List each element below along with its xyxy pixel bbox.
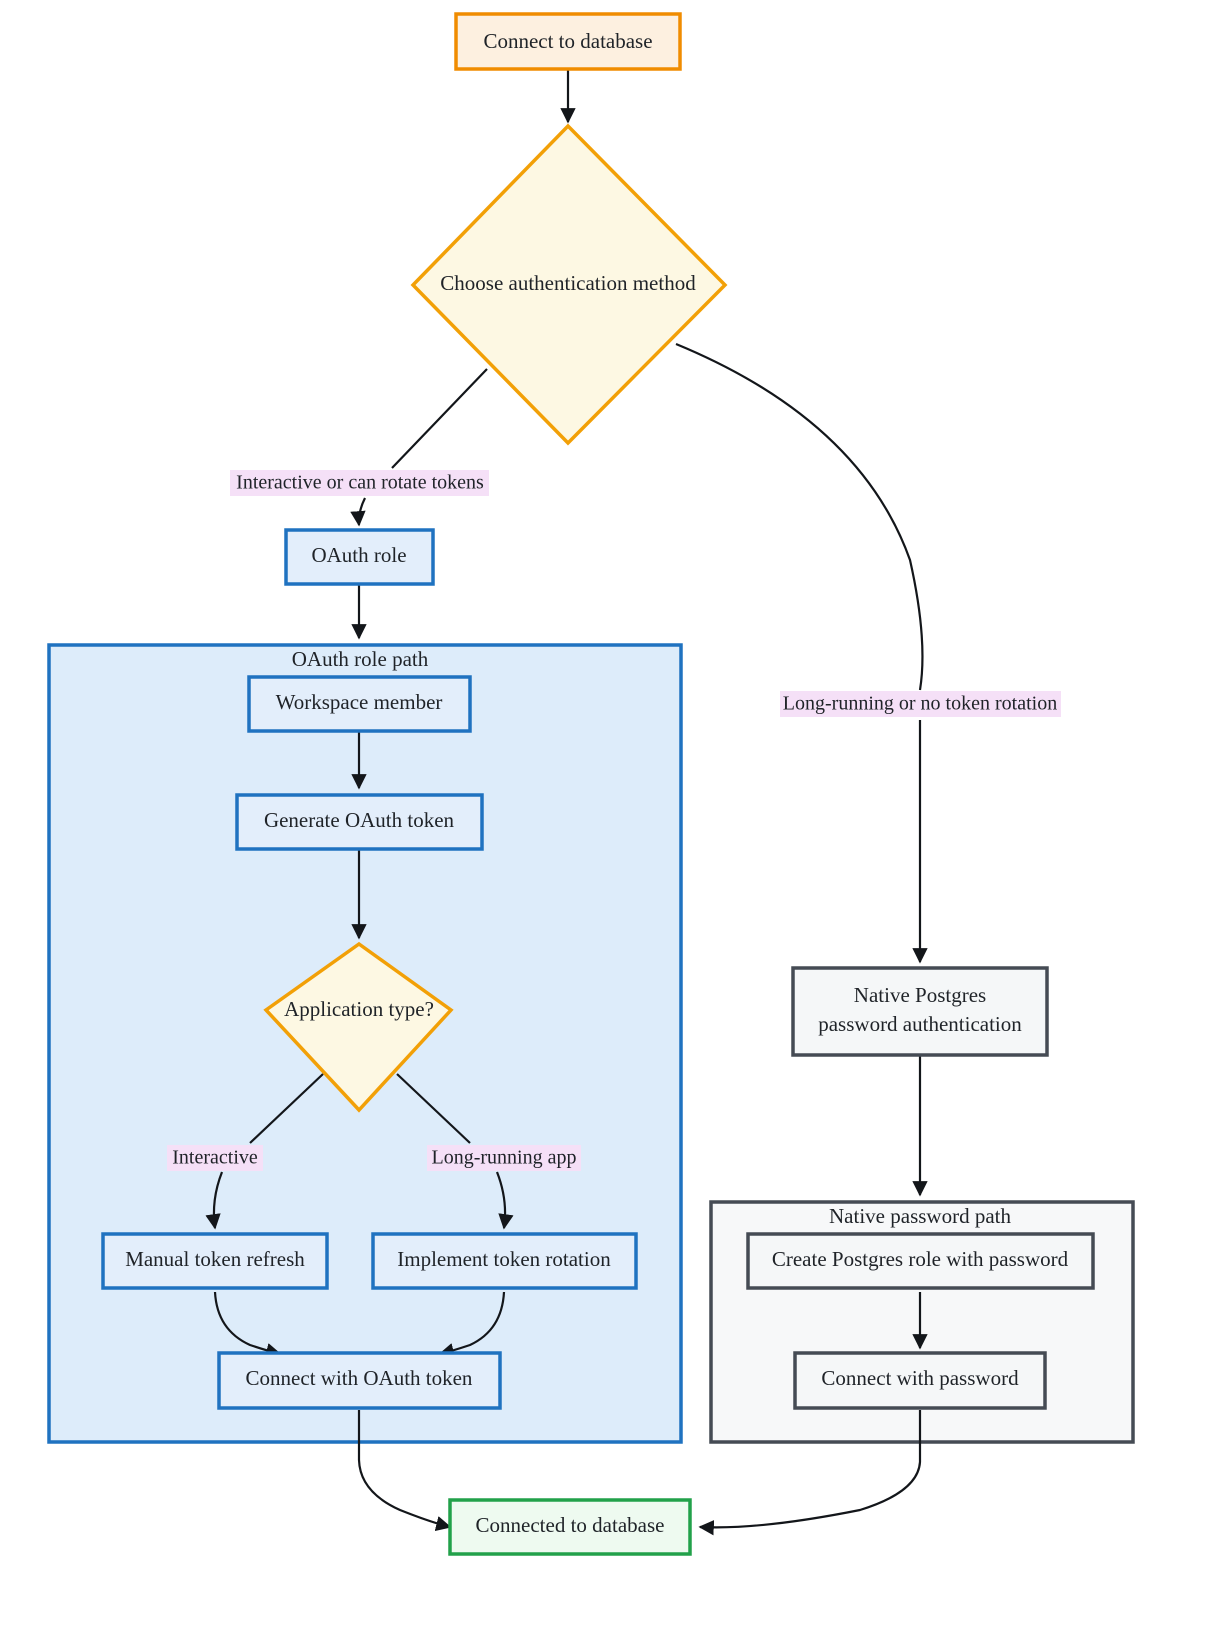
edge-connect-password-to-connected [698,1410,922,1536]
node-native-postgres-password-authentication-label-line2: password authentication [818,1012,1022,1036]
node-create-postgres-role-with-password[interactable]: Create Postgres role with password [746,1232,1095,1290]
node-oauth-role[interactable]: OAuth role [284,528,435,586]
node-oauth-role-box[interactable] [284,528,435,586]
node-connect-to-database[interactable]: Connect to database [454,12,682,71]
node-application-type-shape[interactable] [263,941,454,1113]
node-connect-to-database-box[interactable] [454,12,682,71]
edge-label-long-running-app: Long-running app [427,1145,581,1171]
edge-label-long-running-or-no-rotation-bg [780,691,1061,717]
edge-app-type-to-manual-upper [249,1073,324,1144]
node-connect-with-password-box[interactable] [793,1351,1047,1410]
node-application-type[interactable]: Application type? [263,941,454,1113]
cluster-native-password-path-title: Native password path [829,1204,1011,1228]
edge-label-interactive-bg [167,1145,263,1171]
node-workspace-member-label: Workspace member [276,690,443,714]
node-manual-token-refresh[interactable]: Manual token refresh [101,1232,329,1290]
node-implement-token-rotation-label: Implement token rotation [397,1247,611,1271]
edge-choose-to-native-upper [675,342,924,691]
node-manual-token-refresh-label: Manual token refresh [125,1247,305,1271]
node-connect-with-password-label: Connect with password [821,1366,1019,1390]
node-generate-oauth-token-box[interactable] [235,793,484,851]
edge-app-type-to-manual-lower [205,1171,224,1230]
edge-label-interactive-or-rotate-bg [230,470,489,496]
edge-label-interactive-or-rotate: Interactive or can rotate tokens [230,470,489,496]
node-connect-with-oauth-token-label: Connect with OAuth token [246,1366,473,1390]
node-connected-to-database-box[interactable] [448,1498,692,1556]
node-connect-with-oauth-token[interactable]: Connect with OAuth token [217,1351,502,1410]
node-connect-with-password[interactable]: Connect with password [793,1351,1047,1410]
node-native-postgres-password-authentication-box[interactable] [791,966,1049,1057]
node-generate-oauth-token-label: Generate OAuth token [264,808,455,832]
node-connect-with-oauth-token-box[interactable] [217,1351,502,1410]
node-connected-to-database-label: Connected to database [476,1513,665,1537]
node-choose-authentication-method[interactable]: Choose authentication method [410,123,728,446]
node-choose-authentication-method-label: Choose authentication method [440,271,696,295]
edge-label-long-running-or-no-rotation-text: Long-running or no token rotation [783,693,1057,715]
node-workspace-member[interactable]: Workspace member [247,675,472,733]
node-create-postgres-role-with-password-box[interactable] [746,1232,1095,1290]
edge-label-interactive: Interactive [167,1145,263,1171]
cluster-oauth-role-path-title: OAuth role path [292,647,429,671]
edge-app-type-to-rotation-upper [396,1073,471,1144]
node-generate-oauth-token[interactable]: Generate OAuth token [235,793,484,851]
edge-choose-to-oauth-role-lower [350,497,366,527]
node-connected-to-database[interactable]: Connected to database [448,1498,692,1556]
node-application-type-label: Application type? [284,997,434,1021]
node-native-postgres-password-authentication[interactable]: Native Postgres password authentication [791,966,1049,1057]
node-oauth-role-label: OAuth role [311,543,406,567]
node-choose-authentication-method-shape[interactable] [410,123,728,446]
node-connect-to-database-label: Connect to database [483,29,652,53]
node-implement-token-rotation-box[interactable] [371,1232,638,1290]
edge-connect-oauth-to-connected [357,1410,452,1532]
edge-label-long-running-app-bg [427,1145,581,1171]
node-implement-token-rotation[interactable]: Implement token rotation [371,1232,638,1290]
edge-label-long-running-app-text: Long-running app [432,1147,577,1169]
node-native-postgres-password-authentication-label-line1: Native Postgres [854,983,986,1007]
edge-label-interactive-text: Interactive [172,1147,258,1169]
node-create-postgres-role-with-password-label: Create Postgres role with password [772,1247,1069,1271]
node-manual-token-refresh-box[interactable] [101,1232,329,1290]
edge-label-long-running-or-no-rotation: Long-running or no token rotation [780,691,1061,717]
node-workspace-member-box[interactable] [247,675,472,733]
edge-label-interactive-or-rotate-text: Interactive or can rotate tokens [236,472,484,494]
edge-app-type-to-rotation-lower [495,1171,514,1230]
edge-choose-to-oauth-role-upper [391,368,488,469]
